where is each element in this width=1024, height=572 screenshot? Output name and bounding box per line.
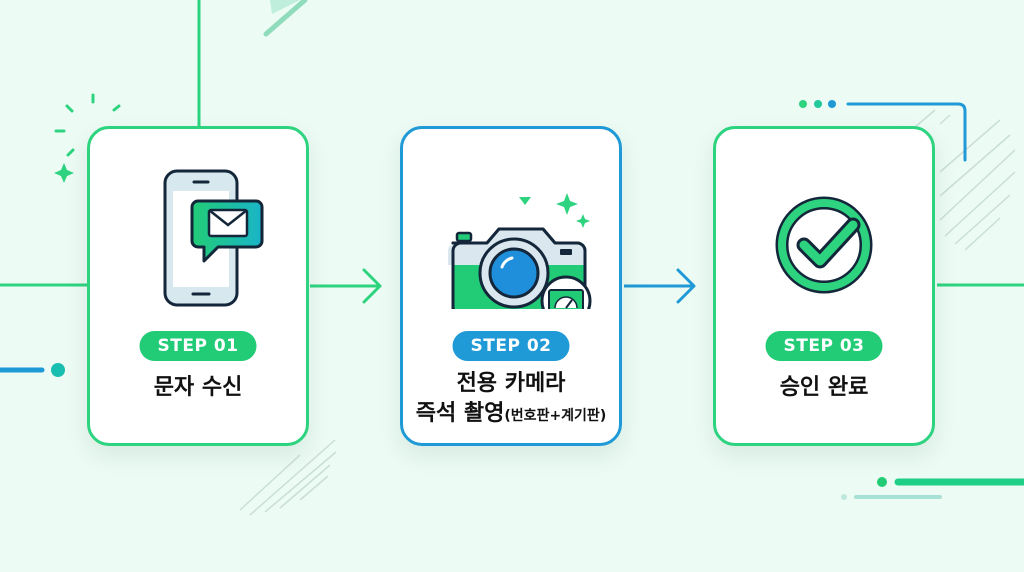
step-title-line2: 즉석 촬영(번호판+계기판) [403,399,619,431]
step-title-line2-suffix: (번호판+계기판) [504,408,607,424]
step-title-text: 승인 완료 [779,375,869,400]
step-card-2: STEP 02 전용 카메라 즉석 촬영(번호판+계기판) [400,126,622,446]
step-badge: STEP 03 [765,331,883,361]
step-badge: STEP 01 [139,331,257,361]
step-title: 전용 카메라 즉석 촬영(번호판+계기판) [403,369,619,431]
step-title: 승인 완료 [716,373,932,403]
arrow-right-icon [624,268,696,304]
step-title: 문자 수신 [90,373,306,403]
step-card-3: STEP 03 승인 완료 [713,126,935,446]
step-card-1: STEP 01 문자 수신 [87,126,309,446]
camera-dashboard-icon [448,193,592,309]
step-title-text: 문자 수신 [153,375,243,400]
step-badge: STEP 02 [452,331,570,361]
step-title-line1: 전용 카메라 [456,371,566,396]
step-title-line2-text: 즉석 촬영 [415,401,505,426]
phone-message-icon [163,169,264,307]
check-circle-icon [775,196,873,294]
arrow-right-icon [310,268,382,304]
